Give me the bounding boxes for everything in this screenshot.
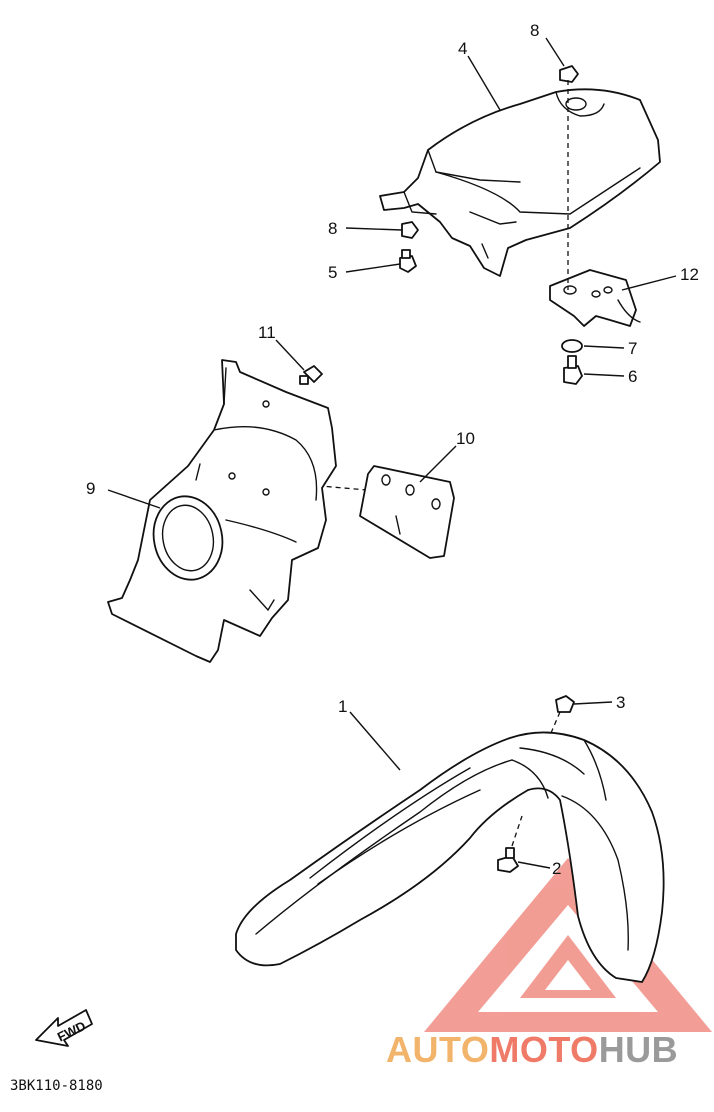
- watermark-auto: AUTO: [386, 1029, 489, 1070]
- fwd-arrow-icon: FWD: [35, 1009, 93, 1047]
- callout-1: 1: [338, 697, 347, 716]
- part-10-plate: [359, 465, 455, 559]
- callout-7: 7: [628, 339, 637, 358]
- callout-3: 3: [616, 693, 625, 712]
- part-8-nut-top: [559, 65, 579, 83]
- part-code: 3BK110-8180: [10, 1078, 103, 1094]
- callout-8-left: 8: [328, 219, 337, 238]
- part-11-screw: [299, 365, 323, 385]
- callout-11: 11: [258, 323, 276, 342]
- part-12-bracket: [549, 269, 641, 327]
- part-5-bolt: [399, 249, 417, 273]
- callout-5: 5: [328, 263, 337, 282]
- watermark-moto: MOTO: [489, 1029, 598, 1070]
- part-6-bolt: [563, 355, 583, 385]
- part-8-nut-left: [401, 221, 419, 239]
- callout-12: 12: [680, 265, 699, 284]
- callout-9: 9: [86, 479, 95, 498]
- watermark-logo-icon: [424, 858, 712, 1032]
- watermark-text: AUTOMOTOHUB: [386, 1029, 678, 1070]
- part-7-washer: [561, 339, 583, 353]
- callout-8-top: 8: [530, 21, 539, 40]
- callout-6: 6: [628, 367, 637, 386]
- callout-10: 10: [456, 429, 475, 448]
- fwd-label: FWD: [55, 1018, 88, 1044]
- callout-4: 4: [458, 39, 467, 58]
- watermark-hub: HUB: [599, 1029, 679, 1070]
- part-1-front-fender: [235, 731, 665, 983]
- part-4-cover: [379, 88, 661, 277]
- callout-2: 2: [552, 859, 561, 878]
- part-9-headlight-cover: [107, 359, 337, 663]
- part-2-bolt: [497, 847, 519, 873]
- part-3-nut: [555, 695, 575, 713]
